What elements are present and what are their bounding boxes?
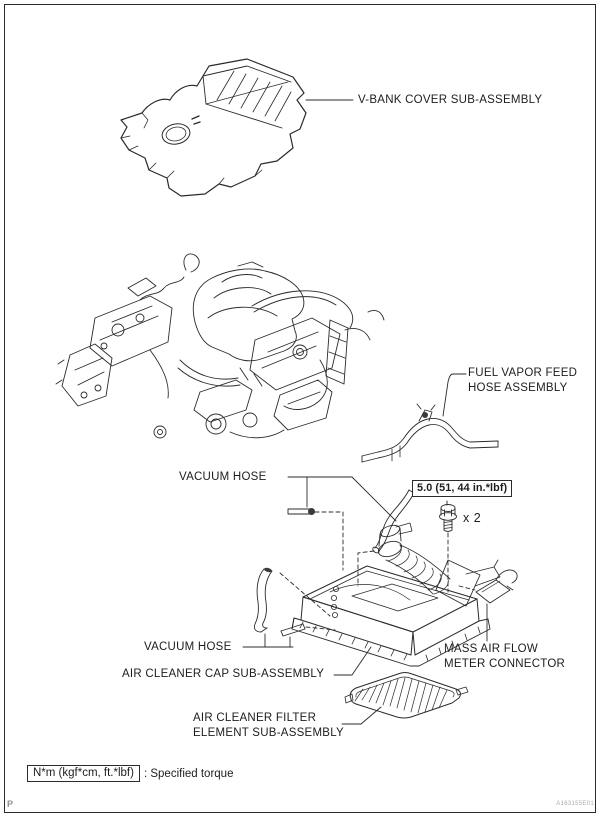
torque-spec-box: 5.0 (51, 44 in.*lbf) <box>412 480 513 497</box>
label-filter-line1: AIR CLEANER FILTER <box>193 712 317 724</box>
diagram-border-frame <box>4 4 596 813</box>
leader-lines <box>242 99 488 725</box>
maf-connector-drawing <box>475 569 518 604</box>
label-fuel-vapor-line2: HOSE ASSEMBLY <box>468 382 568 394</box>
torque-unit-box: N*m (kgf*cm, ft.*lbf) <box>27 765 140 782</box>
dashed-connector-lines <box>279 511 476 631</box>
label-maf-line1: MASS AIR FLOW <box>444 643 538 655</box>
torque-legend-description: : Specified torque <box>143 767 234 780</box>
label-vacuum-hose-upper: VACUUM HOSE <box>179 471 267 483</box>
air-cleaner-cap-drawing <box>291 565 491 667</box>
label-fuel-vapor-feed-hose: FUEL VAPOR FEED HOSE ASSEMBLY <box>468 366 577 396</box>
upper-vacuum-hose-drawing <box>372 489 415 554</box>
label-mass-air-flow: MASS AIR FLOW METER CONNECTOR <box>444 642 565 672</box>
bolt-icon <box>439 504 457 532</box>
label-fuel-vapor-line1: FUEL VAPOR FEED <box>468 367 578 379</box>
label-air-cleaner-filter: AIR CLEANER FILTER ELEMENT SUB-ASSEMBLY <box>193 711 344 741</box>
document-code: A163155E01 <box>556 801 594 807</box>
bolt-quantity: x 2 <box>463 511 482 525</box>
label-filter-line2: ELEMENT SUB-ASSEMBLY <box>193 727 344 739</box>
page-letter: P <box>7 799 14 809</box>
upper-vacuum-hose-fitting-drawing <box>287 508 315 515</box>
label-air-cleaner-cap: AIR CLEANER CAP SUB-ASSEMBLY <box>122 668 325 680</box>
engine-assembly-drawing <box>55 253 385 439</box>
lower-vacuum-tube-drawing <box>280 623 306 637</box>
fuel-vapor-hose-drawing <box>361 403 499 463</box>
lower-vacuum-hose-drawing <box>253 567 273 633</box>
v-bank-cover-drawing <box>120 58 307 197</box>
intake-duct-drawing <box>377 522 501 607</box>
label-vacuum-hose-lower: VACUUM HOSE <box>144 641 232 653</box>
label-maf-line2: METER CONNECTOR <box>444 658 566 670</box>
air-filter-element-drawing <box>344 672 469 719</box>
label-v-bank-cover: V-BANK COVER SUB-ASSEMBLY <box>358 94 543 106</box>
torque-legend: N*m (kgf*cm, ft.*lbf) : Specified torque <box>27 765 233 782</box>
